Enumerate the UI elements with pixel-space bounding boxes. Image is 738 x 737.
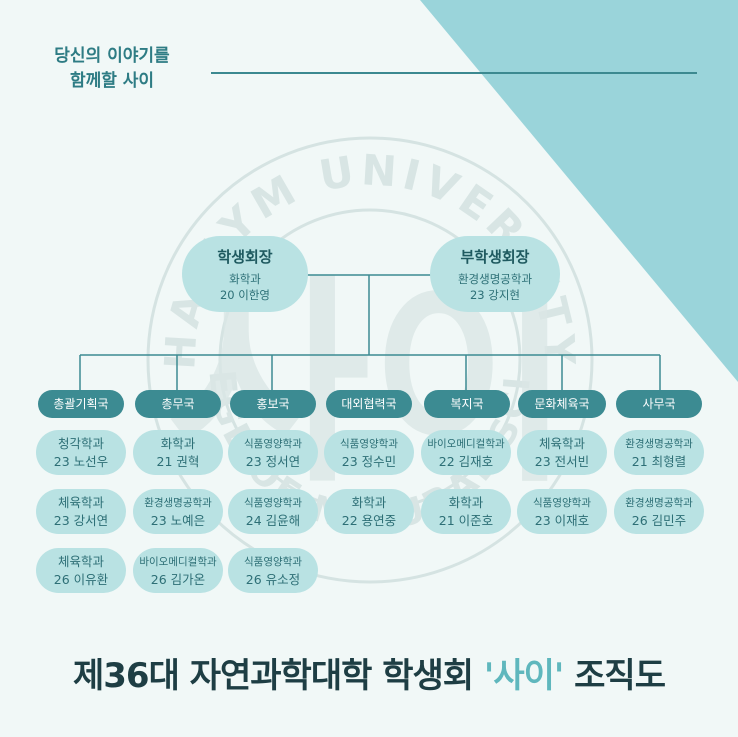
member-dept: 청각학과 bbox=[57, 435, 104, 451]
title-highlight: '사이' bbox=[483, 656, 564, 696]
member-card: 식품영양학과 23 이재호 bbox=[517, 489, 607, 534]
member-dept: 식품영양학과 bbox=[244, 555, 302, 568]
tagline-line-2: 함께할 사이 bbox=[69, 71, 155, 91]
member-card: 환경생명공학과 21 최형렬 bbox=[614, 430, 704, 475]
dept-publicity: 홍보국 bbox=[230, 390, 316, 418]
member-card: 체육학과 23 강서연 bbox=[36, 489, 126, 534]
dept-culture-sports: 문화체육국 bbox=[518, 390, 606, 418]
leader-dept: 화학과 bbox=[229, 271, 261, 286]
member-name: 23 노선우 bbox=[53, 453, 109, 469]
member-dept: 환경생명공학과 bbox=[625, 496, 693, 509]
member-card: 식품영양학과 26 유소정 bbox=[228, 548, 318, 593]
leader-dept: 환경생명공학과 bbox=[457, 271, 533, 286]
member-name: 23 정수민 bbox=[341, 453, 397, 469]
member-name: 23 강서연 bbox=[53, 512, 109, 528]
member-name: 23 전서빈 bbox=[534, 453, 590, 469]
member-card: 체육학과 26 이유환 bbox=[36, 548, 126, 593]
member-dept: 바이오메디컬학과 bbox=[427, 437, 505, 450]
member-card: 화학과 22 용연중 bbox=[324, 489, 414, 534]
dept-external-affairs: 대외협력국 bbox=[326, 390, 412, 418]
member-dept: 식품영양학과 bbox=[340, 437, 398, 450]
leader-role: 학생회장 bbox=[217, 247, 273, 266]
member-dept: 화학과 bbox=[351, 494, 387, 510]
member-card: 바이오메디컬학과 22 김재호 bbox=[421, 430, 511, 475]
member-name: 26 이유환 bbox=[53, 571, 109, 587]
member-name: 21 최형렬 bbox=[631, 453, 687, 469]
member-name: 22 김재호 bbox=[438, 453, 494, 469]
leader-role: 부학생회장 bbox=[460, 247, 530, 266]
tagline: 당신의 이야기를 함께할 사이 bbox=[22, 44, 202, 94]
member-name: 23 정서연 bbox=[245, 453, 301, 469]
dept-general-affairs: 총무국 bbox=[135, 390, 221, 418]
member-card: 환경생명공학과 23 노예은 bbox=[133, 489, 223, 534]
member-card: 식품영양학과 24 김윤해 bbox=[228, 489, 318, 534]
member-card: 식품영양학과 23 정수민 bbox=[324, 430, 414, 475]
member-name: 26 김민주 bbox=[631, 512, 687, 528]
page-title: 제36대 자연과학대학 학생회 '사이' 조직도 bbox=[0, 648, 738, 697]
member-dept: 식품영양학과 bbox=[533, 496, 591, 509]
member-card: 청각학과 23 노선우 bbox=[36, 430, 126, 475]
member-card: 환경생명공학과 26 김민주 bbox=[614, 489, 704, 534]
title-suffix: 조직도 bbox=[563, 656, 666, 696]
member-dept: 식품영양학과 bbox=[244, 496, 302, 509]
tagline-line-1: 당신의 이야기를 bbox=[54, 46, 170, 66]
leader-vice-president: 부학생회장 환경생명공학과 23 강지현 bbox=[430, 236, 560, 312]
leader-name: 23 강지현 bbox=[469, 287, 521, 302]
member-dept: 체육학과 bbox=[57, 553, 104, 569]
member-name: 23 노예은 bbox=[150, 512, 206, 528]
member-name: 26 김가온 bbox=[150, 571, 206, 587]
member-card: 식품영양학과 23 정서연 bbox=[228, 430, 318, 475]
header-rule bbox=[211, 72, 697, 74]
member-name: 21 권혁 bbox=[156, 453, 200, 469]
member-dept: 화학과 bbox=[448, 494, 484, 510]
member-dept: 환경생명공학과 bbox=[625, 437, 693, 450]
leader-name: 20 이한영 bbox=[219, 287, 271, 302]
member-dept: 환경생명공학과 bbox=[144, 496, 212, 509]
member-name: 24 김윤해 bbox=[245, 512, 301, 528]
member-dept: 화학과 bbox=[160, 435, 196, 451]
member-card: 체육학과 23 전서빈 bbox=[517, 430, 607, 475]
member-card: 화학과 21 권혁 bbox=[133, 430, 223, 475]
title-prefix: 제36대 자연과학대학 학생회 bbox=[73, 656, 484, 696]
member-card: 화학과 21 이준호 bbox=[421, 489, 511, 534]
member-dept: 식품영양학과 bbox=[244, 437, 302, 450]
leader-president: 학생회장 화학과 20 이한영 bbox=[182, 236, 308, 312]
member-name: 23 이재호 bbox=[534, 512, 590, 528]
member-dept: 체육학과 bbox=[57, 494, 104, 510]
member-name: 21 이준호 bbox=[438, 512, 494, 528]
member-dept: 바이오메디컬학과 bbox=[139, 555, 217, 568]
member-card: 바이오메디컬학과 26 김가온 bbox=[133, 548, 223, 593]
member-name: 22 용연중 bbox=[341, 512, 397, 528]
member-name: 26 유소정 bbox=[245, 571, 301, 587]
dept-secretariat: 사무국 bbox=[616, 390, 702, 418]
dept-welfare: 복지국 bbox=[424, 390, 510, 418]
dept-planning: 총괄기획국 bbox=[38, 390, 124, 418]
member-dept: 체육학과 bbox=[538, 435, 585, 451]
